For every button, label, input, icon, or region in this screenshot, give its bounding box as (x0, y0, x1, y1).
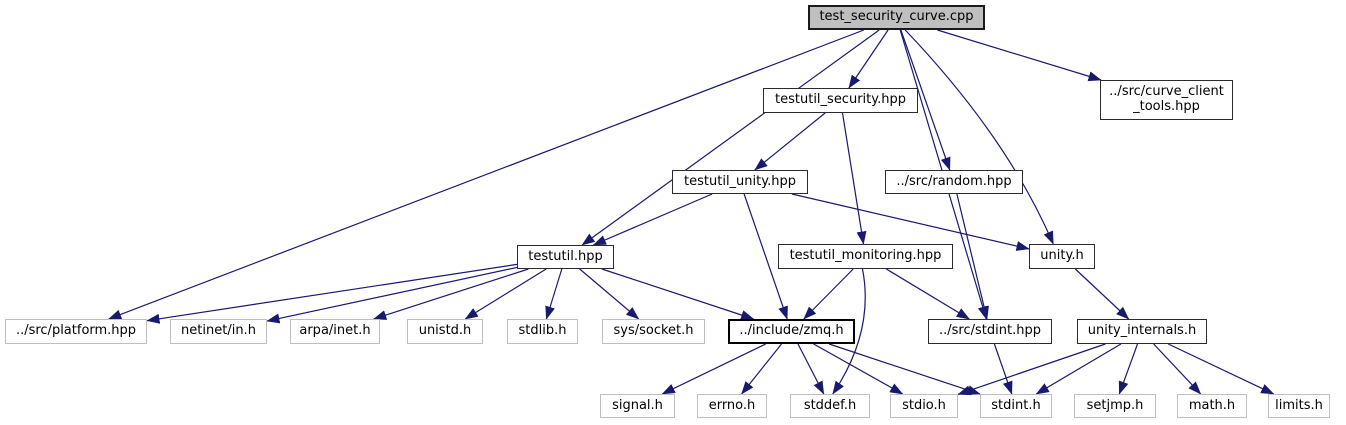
edge-uint-to-math (1153, 343, 1202, 395)
node-stdhpp[interactable]: ../src/stdint.hpp (928, 319, 1052, 344)
edge-unity-to-uint (1074, 268, 1130, 320)
edge-uint-to-stdint (1035, 343, 1122, 395)
edge-root-to-tu (581, 29, 880, 246)
node-cct[interactable]: ../src/curve_client _tools.hpp (1100, 80, 1233, 120)
node-math: math.h (1177, 394, 1247, 418)
node-unistd: unistd.h (407, 319, 483, 344)
edge-root-to-unity (904, 29, 1054, 245)
edge-mon-to-stdhpp (885, 268, 970, 320)
edge-rnd-to-stdhpp (956, 193, 989, 320)
node-plat: ../src/platform.hpp (5, 319, 147, 344)
edge-tu-to-netinet (266, 266, 518, 324)
node-limits: limits.h (1268, 394, 1330, 418)
node-rnd[interactable]: ../src/random.hpp (885, 170, 1023, 194)
node-stdlib: stdlib.h (507, 319, 578, 344)
edge-sec-to-mon (841, 112, 867, 245)
edge-tu-to-zmq (601, 268, 755, 320)
edge-stdhpp-to-stdint (993, 343, 1013, 395)
edge-mon-to-stddef (832, 268, 866, 395)
node-sec[interactable]: testutil_security.hpp (763, 88, 918, 113)
edge-uni-to-zmq (743, 193, 788, 320)
node-setjmp: setjmp.h (1074, 394, 1156, 418)
edge-tu-to-plat (146, 263, 518, 324)
node-uint[interactable]: unity_internals.h (1077, 319, 1207, 344)
edge-uni-to-tu (592, 193, 713, 246)
node-syssock: sys/socket.h (602, 319, 705, 344)
edge-uint-to-stdio (957, 343, 1106, 396)
edge-zmq-to-signal (661, 343, 766, 395)
node-unity[interactable]: unity.h (1029, 244, 1095, 269)
edge-tu-to-syssock (579, 268, 640, 320)
edge-root-to-rnd (900, 29, 951, 171)
node-zmq[interactable]: ../include/zmq.h (728, 319, 855, 344)
node-mon[interactable]: testutil_monitoring.hpp (778, 244, 953, 269)
edge-root-to-cct (937, 29, 1102, 82)
node-signal: signal.h (600, 394, 675, 418)
edge-tu-to-arpa (373, 268, 529, 320)
edge-mon-to-zmq (803, 268, 854, 320)
edge-root-to-sec (848, 29, 889, 89)
edge-zmq-to-stdint (829, 343, 981, 395)
edge-zmq-to-stdio (813, 343, 904, 395)
node-stdio: stdio.h (890, 394, 958, 418)
edge-uint-to-setjmp (1118, 343, 1139, 395)
node-tu[interactable]: testutil.hpp (517, 245, 614, 269)
edge-sec-to-uni (754, 112, 826, 171)
edge-zmq-to-errno (741, 343, 782, 395)
node-netinet: netinet/in.h (170, 319, 267, 344)
edge-uni-to-unity (791, 193, 1030, 251)
edge-tu-to-stdlib (545, 268, 563, 320)
edge-tu-to-unistd (464, 268, 547, 320)
edge-root-to-plat (108, 29, 865, 320)
edge-uint-to-limits (1168, 343, 1275, 395)
node-root: test_security_curve.cpp (808, 5, 985, 30)
node-errno: errno.h (697, 394, 767, 418)
node-stddef: stddef.h (790, 394, 870, 418)
node-arpa: arpa/inet.h (290, 319, 380, 344)
node-uni[interactable]: testutil_unity.hpp (672, 170, 808, 194)
node-stdint: stdint.h (980, 394, 1052, 418)
edge-zmq-to-stddef (797, 343, 825, 395)
